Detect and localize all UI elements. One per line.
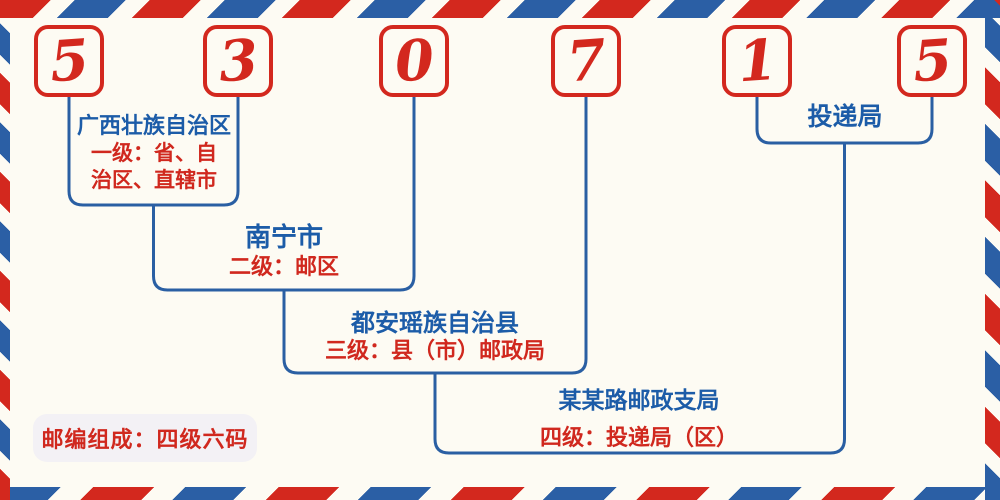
digit-4: 7 xyxy=(564,26,608,96)
annotation-level2: 南宁市 二级：邮区 xyxy=(229,222,339,282)
digit-6: 5 xyxy=(910,26,954,96)
level4-office-name: 某某路邮政支局 xyxy=(558,388,720,414)
level1-region-name: 广西壮族自治区 xyxy=(76,114,232,139)
digit-box-1: 5 xyxy=(34,25,104,97)
level1-description-line1: 一级：省、自 xyxy=(90,141,217,165)
bracket-delivery xyxy=(755,97,934,145)
level2-description: 二级：邮区 xyxy=(228,255,340,280)
digit-box-2: 3 xyxy=(203,25,273,97)
bracket-level4 xyxy=(433,143,846,455)
level2-region-name: 南宁市 xyxy=(244,223,324,253)
digit-2: 3 xyxy=(216,26,260,96)
level3-description: 三级：县（市）邮政局 xyxy=(324,339,546,364)
digit-3: 0 xyxy=(392,26,436,96)
digit-1: 5 xyxy=(47,26,91,96)
composition-badge-label: 邮编组成：四级六码 xyxy=(41,428,249,453)
digit-box-6: 5 xyxy=(897,25,967,97)
postal-code-composition-badge: 邮编组成：四级六码 xyxy=(33,414,257,462)
digit-box-5: 1 xyxy=(722,25,792,97)
delivery-office-label: 投递局 xyxy=(807,102,883,131)
level4-description: 四级：投递局（区） xyxy=(539,426,739,451)
digit-5: 1 xyxy=(735,26,779,96)
annotation-level3: 都安瑶族自治县 三级：县（市）邮政局 xyxy=(325,308,545,366)
annotation-level4: 某某路邮政支局 四级：投递局（区） xyxy=(540,387,738,453)
annotation-level1: 广西壮族自治区 一级：省、自 治区、直辖市 xyxy=(77,113,231,194)
annotation-delivery-office: 投递局 xyxy=(807,102,882,132)
level1-description-line2: 治区、直辖市 xyxy=(90,168,217,192)
level3-region-name: 都安瑶族自治县 xyxy=(350,309,519,337)
digit-box-4: 7 xyxy=(551,25,621,97)
digit-box-3: 0 xyxy=(379,25,449,97)
